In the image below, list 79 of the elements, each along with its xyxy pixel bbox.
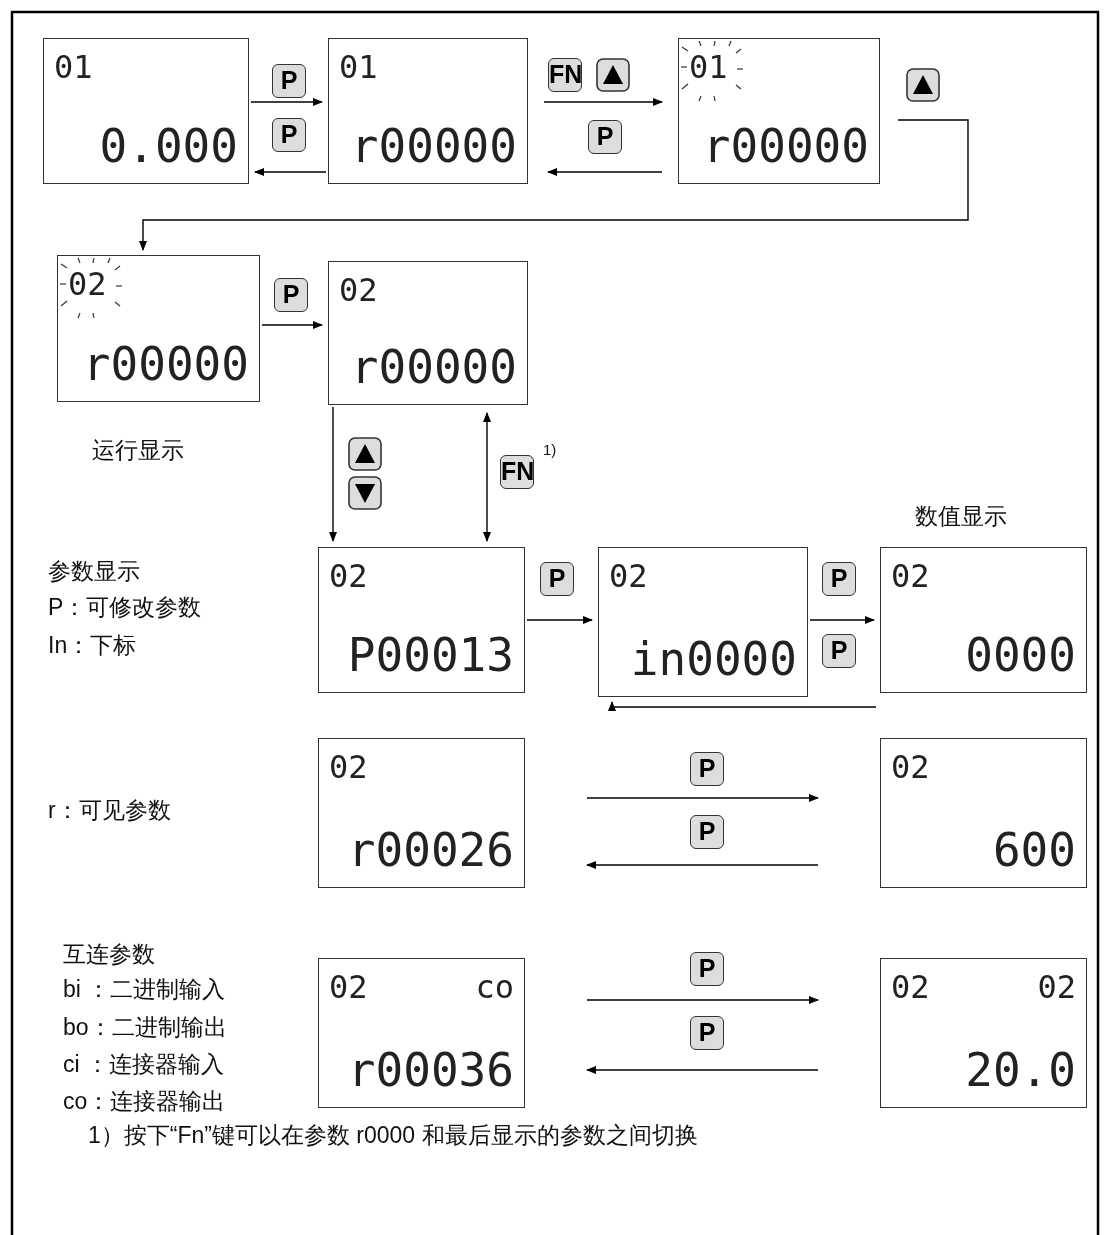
- lcd-display: [318, 738, 525, 888]
- legend-text: co：连接器输出: [63, 1088, 226, 1116]
- arrow: [586, 996, 819, 1004]
- footnote-mark: 1): [543, 441, 557, 459]
- display-readout: 02: [609, 560, 648, 592]
- arrow: [483, 412, 491, 542]
- display-readout: r00000: [702, 123, 869, 169]
- key-label: P: [822, 562, 856, 596]
- lcd-display: [598, 547, 808, 697]
- key-label: P: [690, 752, 724, 786]
- arrow: [547, 168, 663, 176]
- arrow: [586, 861, 819, 869]
- key-label: P: [272, 118, 306, 152]
- lcd-display: [880, 958, 1087, 1108]
- display-readout: 01: [54, 51, 93, 83]
- lcd-display: [880, 738, 1087, 888]
- key-label: P: [822, 634, 856, 668]
- legend-text: r：可见参数: [48, 797, 171, 825]
- arrow: [608, 701, 877, 711]
- display-readout: r00000: [350, 344, 517, 390]
- arrow: [250, 98, 323, 106]
- display-readout: 02: [339, 274, 378, 306]
- caption-text: 互连参数: [63, 941, 155, 969]
- display-readout: 02: [329, 751, 368, 783]
- display-readout: 02: [891, 751, 930, 783]
- lcd-display: [328, 38, 528, 184]
- key-label: P: [272, 64, 306, 98]
- display-readout: 0000: [965, 632, 1076, 678]
- arrow: [139, 119, 969, 251]
- legend-text: P：可修改参数: [48, 594, 202, 622]
- arrow: [526, 616, 593, 624]
- lcd-display: [318, 958, 525, 1108]
- display-readout: 600: [992, 827, 1076, 873]
- key-label: P: [690, 1016, 724, 1050]
- arrow: [254, 168, 327, 176]
- lcd-display: [43, 38, 249, 184]
- lcd-display: [880, 547, 1087, 693]
- arrow: [261, 321, 323, 329]
- display-readout: r00000: [350, 123, 517, 169]
- legend-text: ci ：连接器输入: [63, 1051, 224, 1079]
- display-readout: 02: [68, 268, 107, 300]
- display-readout: co: [475, 971, 514, 1003]
- display-readout: 02: [891, 971, 930, 1003]
- display-readout: r00026: [347, 827, 514, 873]
- lcd-display: [328, 261, 528, 405]
- key-label: FN: [500, 455, 534, 489]
- caption-text: 数值显示: [915, 503, 1007, 531]
- arrow: [329, 406, 337, 542]
- legend-text: In：下标: [48, 632, 137, 660]
- arrow: [543, 98, 663, 106]
- display-readout: r00036: [347, 1047, 514, 1093]
- lcd-display: [318, 547, 525, 693]
- key-label: P: [690, 952, 724, 986]
- key-label: P: [540, 562, 574, 596]
- arrow: [586, 794, 819, 802]
- display-readout: 0.000: [99, 123, 238, 169]
- key-label: P: [588, 120, 622, 154]
- display-readout: 02: [329, 971, 368, 1003]
- display-readout: 02: [1037, 971, 1076, 1003]
- lcd-display: [678, 38, 880, 184]
- key-label: P: [690, 815, 724, 849]
- footnote-text: 1）按下“Fn”键可以在参数 r0000 和最后显示的参数之间切换: [88, 1122, 698, 1150]
- arrow: [586, 1066, 819, 1074]
- legend-text: bi ：二进制输入: [63, 976, 226, 1004]
- display-readout: 02: [329, 560, 368, 592]
- display-readout: P00013: [347, 632, 514, 678]
- legend-text: bo：二进制输出: [63, 1014, 227, 1042]
- caption-text: 运行显示: [92, 437, 184, 465]
- lcd-display: [57, 255, 260, 402]
- display-readout: 02: [891, 560, 930, 592]
- display-readout: 01: [339, 51, 378, 83]
- key-label: P: [274, 278, 308, 312]
- display-readout: in0000: [630, 636, 797, 682]
- display-readout: 20.0: [965, 1047, 1076, 1093]
- key-label: FN: [548, 58, 582, 92]
- display-readout: 01: [689, 51, 728, 83]
- display-readout: r00000: [82, 341, 249, 387]
- arrow: [809, 616, 875, 624]
- caption-text: 参数显示: [48, 558, 140, 586]
